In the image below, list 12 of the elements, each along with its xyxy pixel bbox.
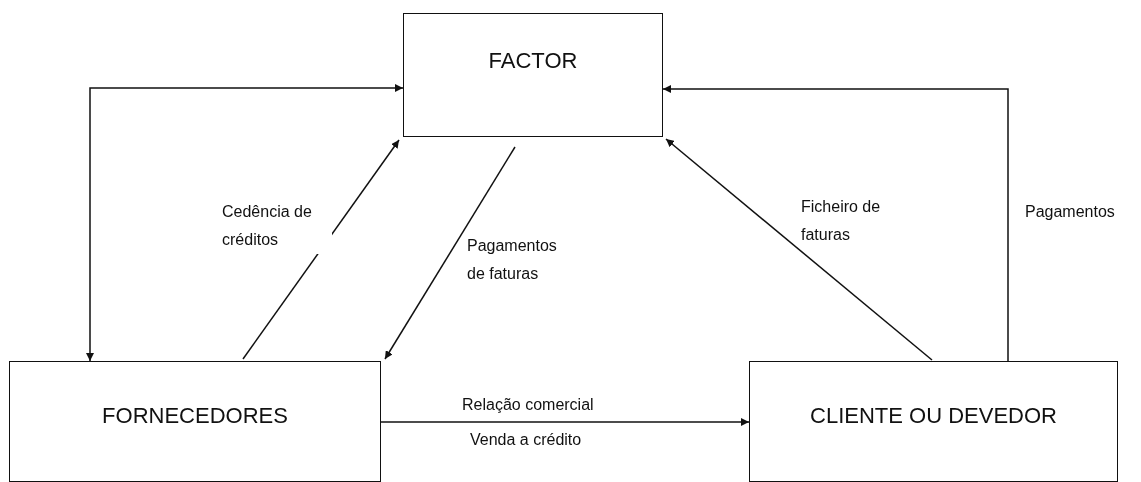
arrow (665, 138, 933, 361)
arrow (662, 85, 1009, 362)
node-label: CLIENTE OU DEVEDOR (810, 402, 1057, 429)
arrow (380, 418, 750, 426)
process-box (403, 13, 663, 137)
node-label: FACTOR (488, 48, 578, 74)
arrow (86, 84, 404, 362)
process-box (749, 361, 1118, 482)
arrow (384, 146, 516, 360)
arrow (242, 139, 400, 360)
process-box (9, 361, 381, 482)
node-label: FORNECEDORES (102, 402, 288, 429)
